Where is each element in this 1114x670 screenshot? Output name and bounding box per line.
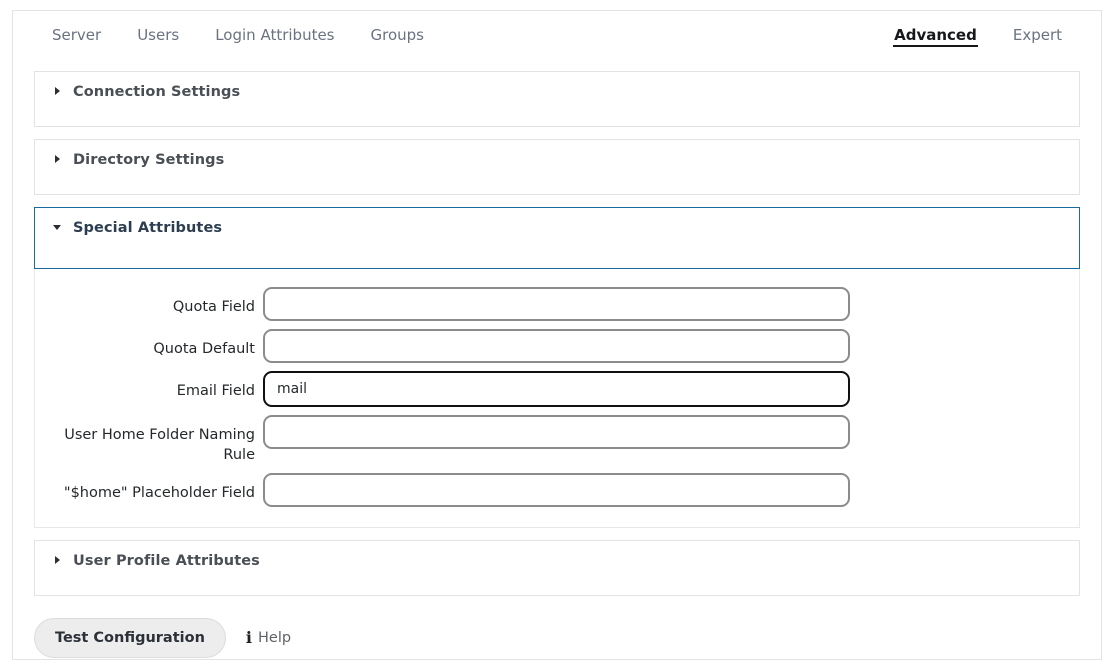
section-title-user-profile-attributes: User Profile Attributes: [73, 553, 260, 569]
form-row-user-home-folder-naming-rule: User Home Folder Naming Rule: [35, 415, 1079, 465]
tab-groups[interactable]: Groups: [370, 26, 424, 44]
info-icon: i: [245, 628, 252, 647]
form-row-email-field: Email Field: [35, 371, 1079, 407]
section-user-profile-attributes[interactable]: User Profile Attributes: [34, 540, 1080, 596]
tab-advanced[interactable]: Advanced: [876, 11, 995, 59]
mode-tabs: Advanced Expert: [876, 11, 1080, 59]
form-row-quota-field: Quota Field: [35, 287, 1079, 321]
section-directory-settings[interactable]: Directory Settings: [34, 139, 1080, 195]
settings-footer: Test Configuration i Help: [13, 608, 1101, 658]
input-email-field[interactable]: [263, 371, 850, 407]
caret-right-icon: [53, 87, 63, 97]
help-link-label: Help: [258, 630, 292, 646]
ldap-settings-panel: Server Users Login Attributes Groups Adv…: [12, 10, 1102, 660]
label-user-home-folder-naming-rule: User Home Folder Naming Rule: [64, 427, 255, 463]
section-title-directory-settings: Directory Settings: [73, 152, 225, 168]
input-quota-field[interactable]: [263, 287, 850, 321]
tab-server[interactable]: Server: [52, 26, 102, 44]
section-special-attributes[interactable]: Special Attributes: [34, 207, 1080, 269]
section-header-directory-settings[interactable]: Directory Settings: [35, 140, 224, 168]
label-quota-default: Quota Default: [153, 341, 255, 357]
tab-expert[interactable]: Expert: [1012, 26, 1062, 44]
tab-users[interactable]: Users: [137, 26, 180, 44]
section-title-connection-settings: Connection Settings: [73, 84, 241, 100]
input-home-placeholder-field[interactable]: [263, 473, 850, 507]
label-home-placeholder-field: "$home" Placeholder Field: [63, 485, 255, 501]
input-quota-default[interactable]: [263, 329, 850, 363]
section-header-special-attributes[interactable]: Special Attributes: [35, 208, 222, 236]
section-title-special-attributes: Special Attributes: [73, 220, 223, 236]
caret-right-icon: [53, 556, 63, 566]
section-connection-settings[interactable]: Connection Settings: [34, 71, 1080, 127]
form-row-quota-default: Quota Default: [35, 329, 1079, 363]
input-user-home-folder-naming-rule[interactable]: [263, 415, 850, 449]
primary-tabs: Server Users Login Attributes Groups: [34, 11, 442, 59]
test-configuration-button[interactable]: Test Configuration: [34, 618, 226, 658]
special-attributes-form: Quota Field Quota Default Email Field Us…: [34, 269, 1080, 528]
settings-tabbar: Server Users Login Attributes Groups Adv…: [13, 11, 1101, 59]
tab-login-attributes[interactable]: Login Attributes: [215, 26, 335, 44]
label-quota-field: Quota Field: [172, 299, 255, 315]
form-row-home-placeholder-field: "$home" Placeholder Field: [35, 473, 1079, 507]
caret-down-icon: [53, 223, 63, 233]
label-email-field: Email Field: [176, 383, 255, 399]
section-header-connection-settings[interactable]: Connection Settings: [35, 72, 240, 100]
help-link[interactable]: i Help: [245, 628, 292, 647]
caret-right-icon: [53, 155, 63, 165]
section-header-user-profile-attributes[interactable]: User Profile Attributes: [35, 541, 260, 569]
settings-accordion: Connection Settings Directory Settings S…: [13, 59, 1101, 596]
